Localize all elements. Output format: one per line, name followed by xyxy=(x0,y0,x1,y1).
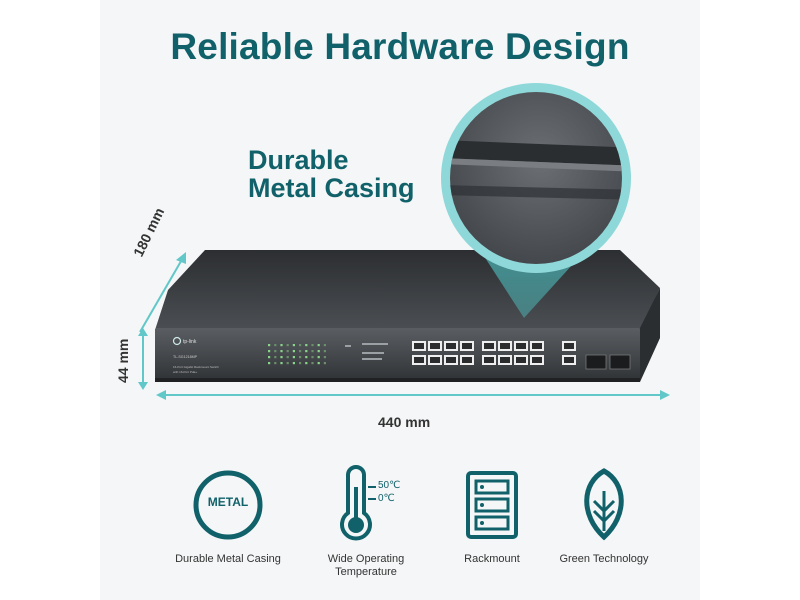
metal-icon: METAL xyxy=(188,465,268,545)
ethernet-port xyxy=(428,355,442,365)
ethernet-ports xyxy=(412,341,576,365)
led-indicator xyxy=(305,362,308,365)
ethernet-port xyxy=(514,341,528,351)
feature-label-rackmount: Rackmount xyxy=(464,553,520,565)
desc-text-2: with 16-Port PoE+ xyxy=(173,370,198,374)
model-text: TL-SG1218MP xyxy=(173,355,198,359)
led-indicator xyxy=(323,356,326,359)
led-indicator xyxy=(317,344,320,347)
led-indicator xyxy=(286,362,289,365)
led-indicator xyxy=(292,350,295,353)
led-indicator xyxy=(323,344,326,347)
led-indicator xyxy=(268,356,271,359)
desc-text-1: 16-Port Gigabit Rackmount Switch xyxy=(173,365,219,369)
led-indicator xyxy=(311,362,314,365)
led-indicator xyxy=(280,350,283,353)
depth-arrow xyxy=(139,255,185,333)
ethernet-port xyxy=(428,341,442,351)
thermometer-icon: 50℃ 0℃ xyxy=(326,465,406,545)
led-indicator xyxy=(292,356,295,359)
led-indicator xyxy=(299,344,302,347)
led-indicator xyxy=(280,362,283,365)
leaf-icon xyxy=(564,465,644,545)
led-indicator xyxy=(268,350,271,353)
led-indicator xyxy=(311,350,314,353)
ethernet-port xyxy=(444,355,458,365)
feature-label-metal: Durable Metal Casing xyxy=(175,553,281,565)
ethernet-port xyxy=(412,355,426,365)
page-title: Reliable Hardware Design xyxy=(170,26,630,67)
sfp-port-2 xyxy=(609,354,631,370)
led-indicator xyxy=(311,356,314,359)
led-indicator xyxy=(305,350,308,353)
zoom-bubble-metal xyxy=(450,92,622,264)
led-indicator xyxy=(274,356,277,359)
sfp-port-1 xyxy=(585,354,607,370)
led-indicator xyxy=(274,362,277,365)
callout-line-1: Durable xyxy=(248,145,349,175)
led-indicator xyxy=(292,344,295,347)
width-label: 440 mm xyxy=(378,414,431,430)
ethernet-port xyxy=(562,341,576,351)
led-indicator xyxy=(299,362,302,365)
rackmount-icon xyxy=(452,465,532,545)
ethernet-port xyxy=(562,355,576,365)
led-indicator xyxy=(323,350,326,353)
led-indicator xyxy=(317,350,320,353)
tplink-logo-icon xyxy=(172,336,182,346)
led-indicator xyxy=(286,356,289,359)
feature-metal: METAL Durable Metal Casing xyxy=(158,465,298,566)
ethernet-port xyxy=(412,341,426,351)
height-label: 44 mm xyxy=(115,338,131,383)
feature-rackmount: Rackmount xyxy=(422,465,562,566)
led-indicator xyxy=(317,356,320,359)
ethernet-port xyxy=(444,341,458,351)
led-indicator xyxy=(311,344,314,347)
led-indicator xyxy=(274,344,277,347)
switch-top-surface xyxy=(155,250,660,330)
metal-icon-text: METAL xyxy=(207,495,249,509)
led-indicator xyxy=(305,356,308,359)
ethernet-port xyxy=(482,341,496,351)
feature-label-green: Green Technology xyxy=(559,553,649,565)
led-indicator xyxy=(323,362,326,365)
ethernet-port xyxy=(530,341,544,351)
temp-high: 50℃ xyxy=(378,480,401,491)
callout-text: Durable Metal Casing xyxy=(248,146,415,202)
feature-green: Green Technology xyxy=(534,465,674,566)
led-indicator xyxy=(299,356,302,359)
ethernet-port xyxy=(498,341,512,351)
ethernet-port xyxy=(530,355,544,365)
led-indicator xyxy=(274,350,277,353)
led-indicator xyxy=(305,344,308,347)
led-indicator xyxy=(268,362,271,365)
led-indicator xyxy=(280,356,283,359)
brand-text: tp-link xyxy=(183,339,197,345)
feature-temperature: 50℃ 0℃ Wide Operating Temperature xyxy=(296,465,436,579)
ethernet-port xyxy=(460,341,474,351)
led-indicator xyxy=(286,350,289,353)
dimension-arrows xyxy=(139,255,668,396)
temp-low: 0℃ xyxy=(378,493,395,504)
callout-line-2: Metal Casing xyxy=(248,173,415,203)
led-indicator xyxy=(280,344,283,347)
ethernet-port xyxy=(482,355,496,365)
feature-label-temperature: Wide Operating Temperature xyxy=(327,553,405,578)
ethernet-port xyxy=(498,355,512,365)
ethernet-port xyxy=(514,355,528,365)
led-indicator xyxy=(286,344,289,347)
led-indicator xyxy=(292,362,295,365)
led-indicator xyxy=(317,362,320,365)
led-indicator xyxy=(299,350,302,353)
ethernet-port xyxy=(460,355,474,365)
led-grid xyxy=(268,344,326,365)
led-indicator xyxy=(268,344,271,347)
